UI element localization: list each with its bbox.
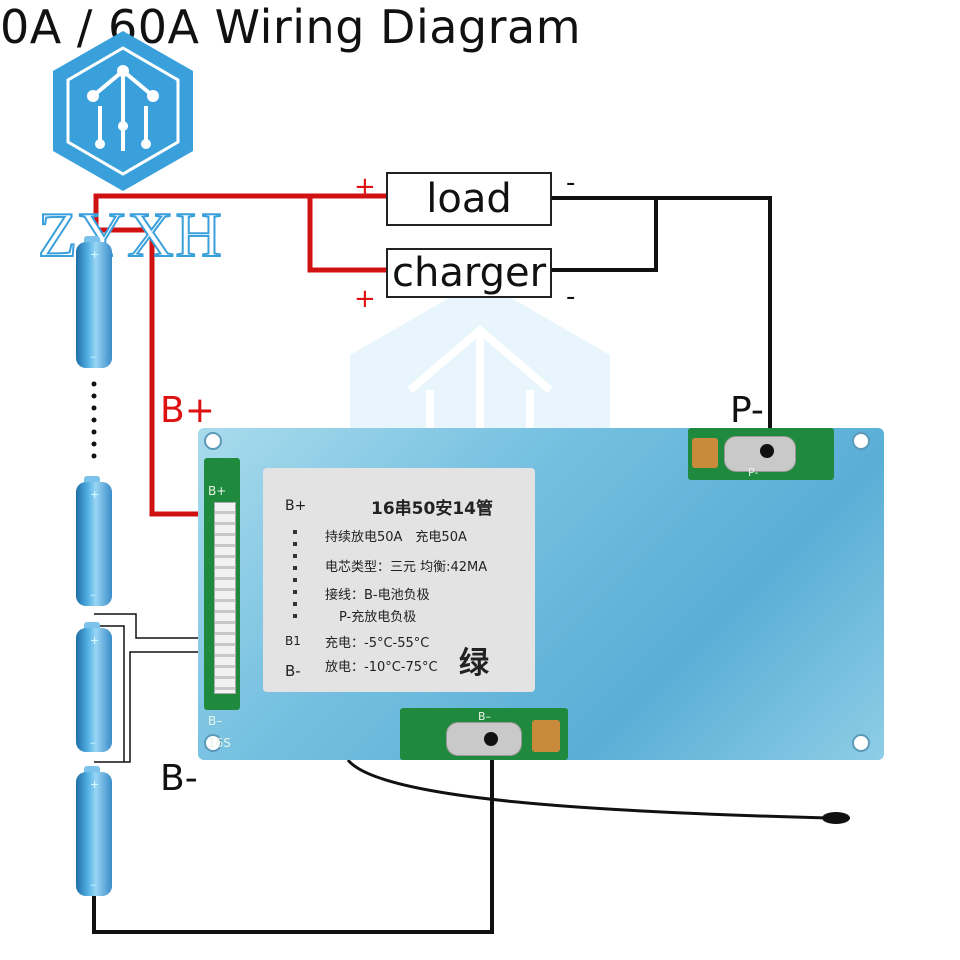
label-side-top: B+ [285,498,307,514]
b-minus-terminal-pcb: B– [400,708,568,760]
b-minus-pad-label: B– [478,710,492,723]
logo-hexagon-icon [53,31,193,191]
thermistor-wire [346,759,829,820]
series-dots [91,381,97,459]
connector-bottom-label-1: B– [208,714,223,728]
label-line1: 持续放电50A 充电50A [325,530,467,545]
label-line6: 放电：-10°C-75°C [325,660,438,675]
wire-load-to-charger-plus [307,196,388,273]
label-heading: 16串50安14管 [371,499,493,519]
cell-plus: + [90,634,100,647]
load-plus-sign: + [354,172,376,202]
wire-bplus-to-board [149,244,212,517]
negative-wires [92,196,829,934]
cell-minus: – [90,878,96,891]
mount-hole [204,432,222,450]
b-plus-label: B+ [160,390,215,431]
thermistor-probe [822,812,850,824]
mount-hole [852,734,870,752]
cell-plus: + [90,778,100,791]
wire-charger-minus [552,198,658,272]
label-side-b1: B1 [285,634,301,648]
page-title: 0A / 60A Wiring Diagram [0,0,582,54]
logo-text: ZYXH [37,198,224,271]
connector-top-label: B+ [208,484,227,498]
label-dots [293,530,297,620]
wire-load-minus [552,196,772,452]
p-minus-screw [760,444,774,458]
wire-cell-top [96,227,155,244]
cell-minus: – [90,350,96,363]
mount-hole [204,734,222,752]
mount-hole [852,432,870,450]
cell-minus: – [90,736,96,749]
brand-logo: ZYXH [37,26,223,276]
load-minus-sign: - [566,168,576,198]
label-line4: P-充放电负极 [339,610,417,625]
charger-box: charger [386,248,552,298]
board-spec-label: B+ 16串50安14管 持续放电50A 充电50A 电芯类型：三元 均衡:42… [263,468,535,692]
wire-bminus-to-last-cell [92,738,494,934]
p-minus-pad-label: P- [748,466,759,479]
positive-wires [93,193,388,517]
load-label: load [426,176,512,222]
charger-plus-sign: + [354,284,376,314]
b-minus-screw [484,732,498,746]
label-side-bminus: B- [285,662,301,680]
balance-connector [214,502,236,694]
charger-label: charger [391,250,547,296]
load-box: load [386,172,552,226]
cell-plus: + [90,488,100,501]
cell-minus: – [90,588,96,601]
balance-wires [94,613,198,763]
label-line2: 电芯类型：三元 均衡:42MA [325,560,488,575]
charger-minus-sign: - [566,282,576,312]
balance-connector-pcb: B+ B– 16S [204,458,240,750]
wire-bplus-to-load [93,193,388,230]
label-badge: 绿 [459,646,489,681]
connector-bottom-label-2: 16S [208,736,231,750]
label-line5: 充电：-5°C-55°C [325,636,430,651]
label-line3: 接线：B-电池负极 [325,588,430,603]
cell-plus: + [90,248,100,261]
p-minus-label: P- [730,390,764,431]
b-minus-label: B- [160,758,198,799]
